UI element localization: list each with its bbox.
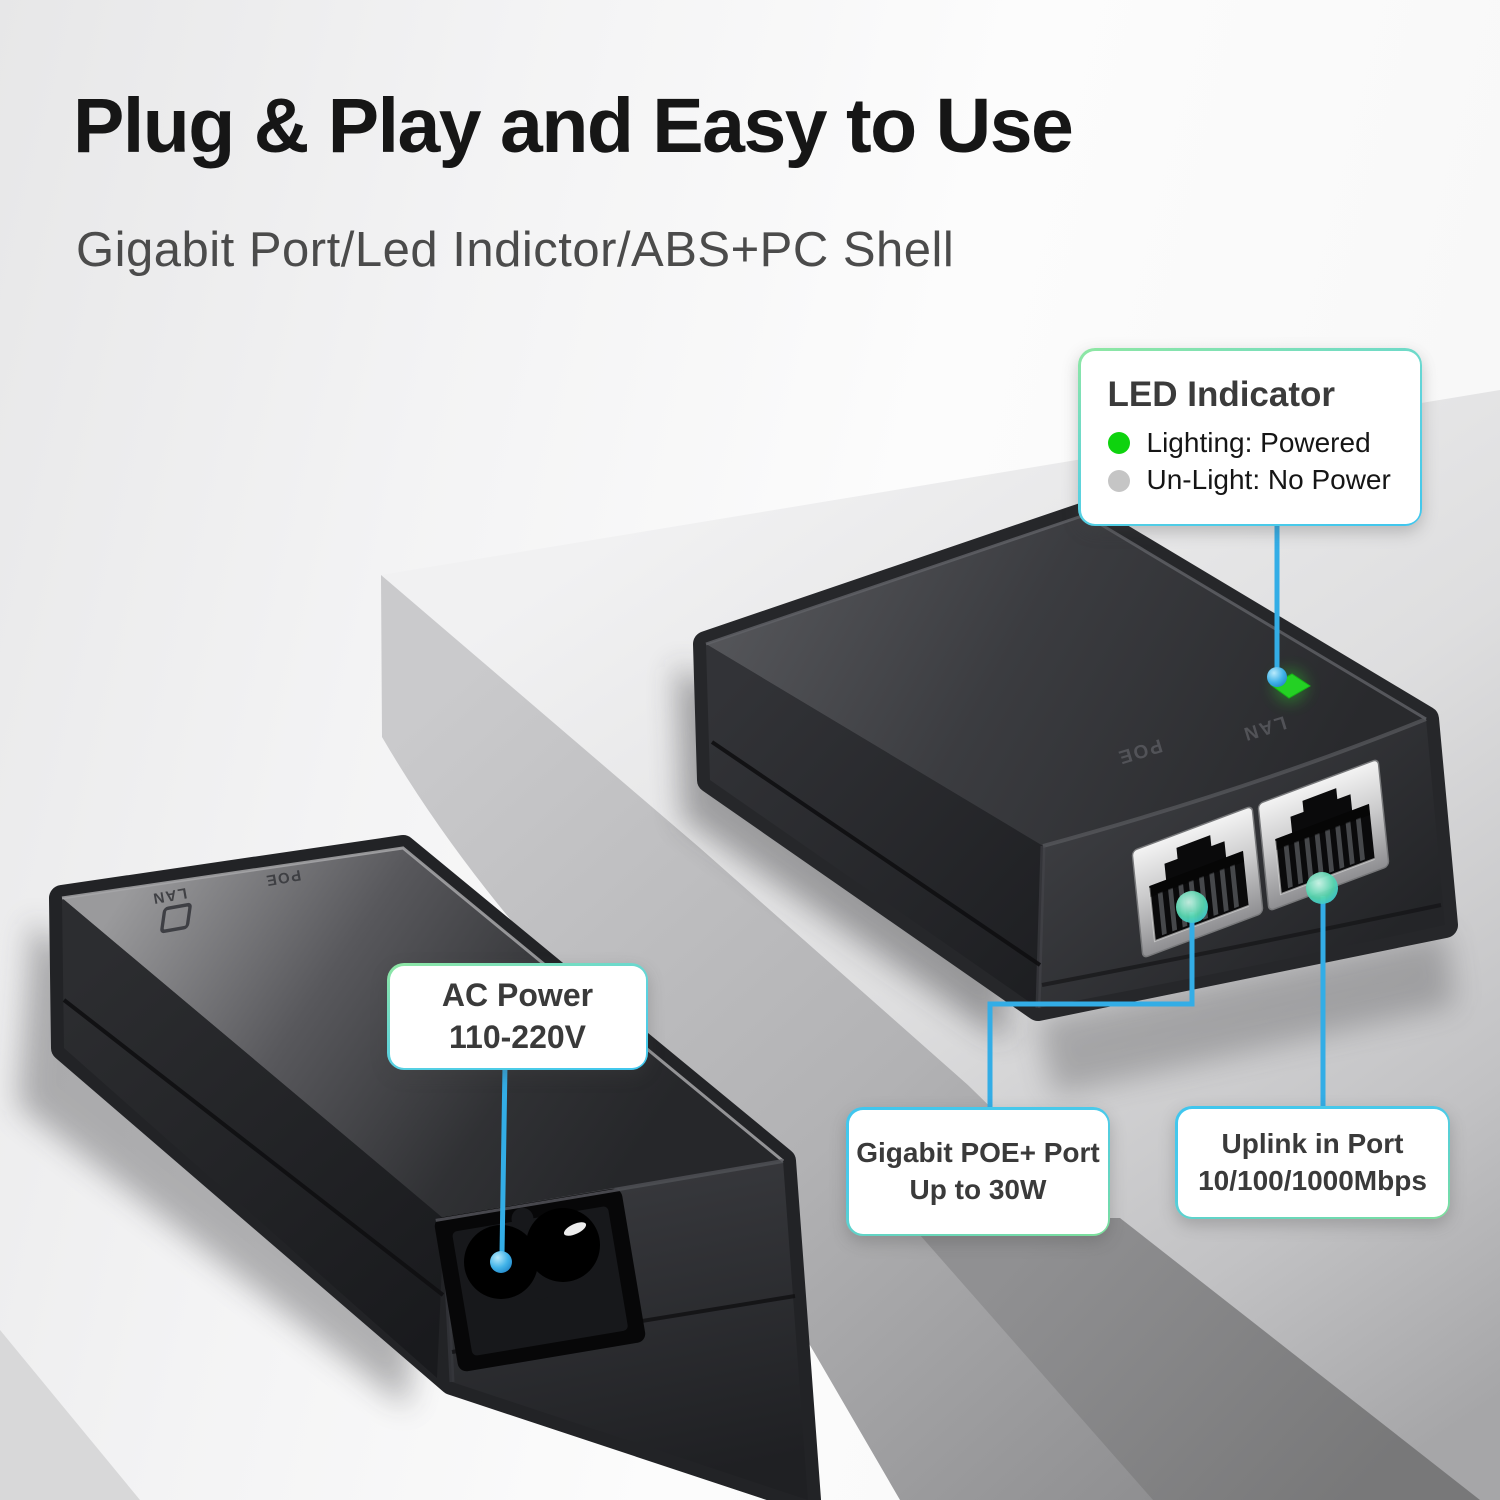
ac-power-line2: 110-220V (448, 1018, 586, 1055)
ac-socket-pinch-top (511, 1207, 534, 1230)
ac-hole-right (526, 1208, 600, 1282)
floor-corner-band (0, 1330, 140, 1500)
ac-marker-dot (490, 1251, 512, 1273)
top-label-poe: POE (264, 866, 303, 889)
callout-led-indicator: LED Indicator Lighting: Powered Un-Light… (1078, 348, 1422, 526)
uplink-port-marker-dot (1306, 872, 1338, 904)
ac-socket-pinch-bottom (530, 1277, 553, 1300)
ac-socket-glint (563, 1222, 587, 1236)
top-edge-highlight (61, 846, 784, 1163)
device-left-face (706, 644, 1043, 1008)
poe-port-line2: Up to 30W (909, 1173, 1047, 1205)
uplink-port-line1: Uplink in Port (1221, 1127, 1404, 1159)
rj45-lan-port (1257, 759, 1390, 911)
port-pins (1283, 817, 1365, 889)
annotation-lines (499, 521, 1326, 1255)
port-rim-highlight (1274, 840, 1375, 896)
top-label-lan: LAN (151, 884, 189, 907)
poe-port-marker-dot (1176, 891, 1208, 923)
legend-item-powered: Lighting: Powered (1107, 426, 1371, 459)
device-shadow-front (1035, 930, 1455, 1095)
callout-uplink-port: Uplink in Port 10/100/1000Mbps (1175, 1106, 1450, 1219)
ac-inlet (434, 1188, 646, 1372)
case-seam (710, 740, 1042, 967)
page-subtitle: Gigabit Port/Led Indictor/ABS+PC Shell (76, 223, 955, 277)
port-rim-highlight (1148, 887, 1249, 943)
legend-label: Un-Light: No Power (1146, 464, 1391, 496)
uplink-port-line2: 10/100/1000Mbps (1198, 1164, 1427, 1196)
gray-led-dot-icon (1107, 469, 1130, 492)
ac-inlet-rim-highlight (435, 1188, 620, 1222)
led-indicator-title: LED Indicator (1107, 374, 1336, 414)
device-top-face (706, 515, 1426, 846)
green-led-dot-icon (1107, 431, 1130, 454)
ac-callout-line (499, 1064, 508, 1255)
page-title: Plug & Play and Easy to Use (73, 83, 1074, 169)
poe-callout-line (987, 912, 1195, 1109)
case-seam-front (1041, 903, 1442, 987)
case-seam (62, 998, 445, 1297)
poe-port-line1: Gigabit POE+ Port (856, 1136, 1100, 1168)
corner-edge-highlight (1035, 845, 1046, 1009)
lower-step-face-band (905, 1218, 1480, 1500)
legend-item-no-power: Un-Light: No Power (1107, 464, 1391, 496)
callout-ac-power: AC Power 110-220V (387, 963, 648, 1070)
ac-power-line1: AC Power (441, 976, 594, 1013)
callout-poe-port: Gigabit POE+ Port Up to 30W (846, 1107, 1110, 1236)
front-edge-highlight (1042, 717, 1427, 848)
legend-label: Lighting: Powered (1146, 426, 1371, 458)
top-label-box-icon (160, 902, 192, 934)
device-left-face (62, 898, 444, 1378)
led-marker-dot (1267, 667, 1287, 687)
poe-injector-front-view: POE LAN (676, 502, 1458, 1095)
